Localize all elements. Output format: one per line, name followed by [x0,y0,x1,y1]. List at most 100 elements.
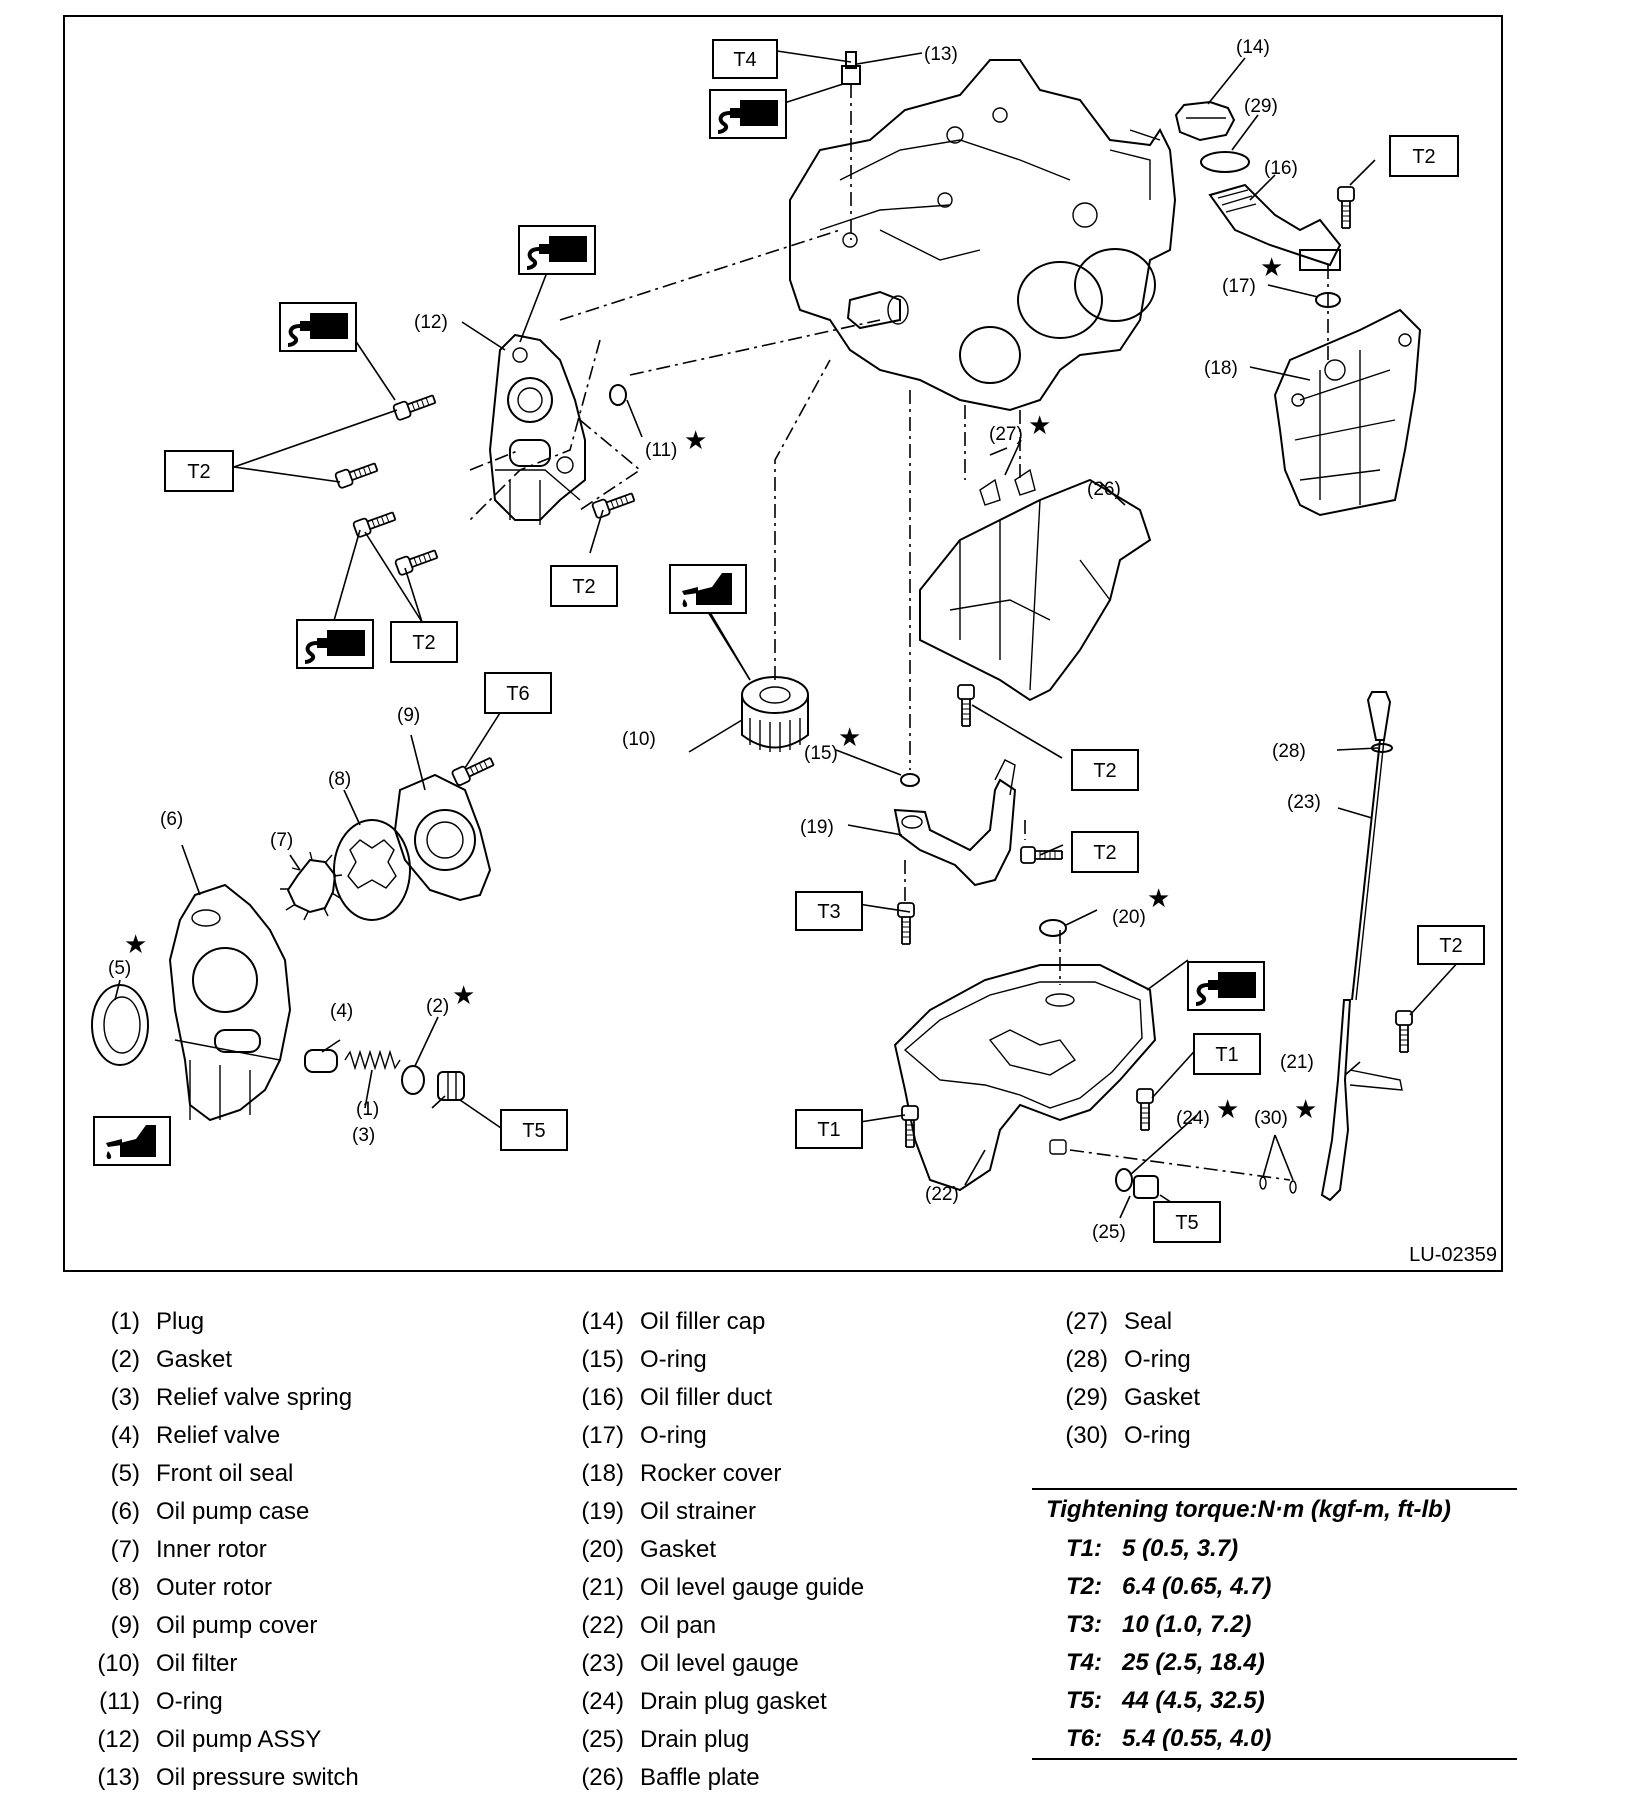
torque-row: T1:5 (0.5, 3.7) [1032,1530,1517,1568]
legend-item: (5)Front oil seal [80,1460,294,1488]
oil-filler-cap [1174,100,1236,142]
legend-number: (16) [581,1384,624,1411]
torque-tag-t5: T5 [500,1109,568,1151]
oil-pan [893,964,1157,1192]
o-ring-15 [900,773,920,787]
svg-text:T4: T4 [733,49,756,71]
legend-number: (29) [1065,1384,1108,1411]
legend-item: (1)Plug [80,1308,204,1336]
liquid-gasket-tube-icon [295,618,375,670]
callout-11: (11) [645,440,677,461]
torque-tag-t2: T2 [1389,135,1459,177]
svg-text:★: ★ [1294,1095,1317,1125]
svg-text:T2: T2 [187,461,210,483]
callout-21: (21) [1280,1052,1314,1073]
engine-oil-can-icon [669,564,747,614]
star-markers: ★ ★ ★ ★ ★ ★ ★ ★ ★ [124,253,1317,1125]
legend-item: (19)Oil strainer [564,1498,756,1526]
torque-row: T4:25 (2.5, 18.4) [1032,1644,1517,1682]
legend-number: (3) [110,1384,140,1411]
svg-text:★: ★ [1216,1095,1239,1125]
callout-16: (16) [1264,158,1298,179]
torque-value: 10 (1.0, 7.2) [1122,1611,1252,1638]
legend-number: (13) [97,1764,140,1791]
legend-part-name: Oil pan [640,1612,717,1639]
table-rule-top [1032,1488,1517,1490]
legend-number: (28) [1065,1346,1108,1373]
legend-number: (30) [1065,1422,1108,1449]
legend-item: (16)Oil filler duct [564,1384,772,1412]
legend-item: (26)Baffle plate [564,1764,759,1792]
oil-filler-duct [1208,183,1342,271]
legend-item: (22) Oil pan [564,1612,716,1640]
legend-part-name: Baffle plate [640,1764,760,1791]
legend-item: (7)Inner rotor [80,1536,267,1564]
torque-title: Tightening torque:N·m (kgf-m, ft-lb) [1046,1496,1451,1523]
legend-part-name: Gasket [1124,1384,1201,1411]
legend-part-name: Drain plug gasket [640,1688,827,1715]
legend-item: (29) Gasket [1048,1384,1200,1412]
liquid-gasket-tube-icon [278,301,358,353]
svg-text:T1: T1 [1215,1044,1238,1066]
legend-number: (23) [581,1650,624,1677]
legend-item: (4)Relief valve [80,1422,280,1450]
svg-text:★: ★ [452,981,475,1011]
svg-text:T2: T2 [572,576,595,598]
callout-25: (25) [1092,1222,1126,1243]
svg-text:T5: T5 [522,1120,545,1142]
callout-13: (13) [924,44,958,65]
svg-text:T2: T2 [1439,935,1462,957]
legend-item: (17)O-ring [564,1422,706,1450]
legend-part-name: Oil level gauge [640,1650,799,1677]
torque-code: T5: [1066,1687,1102,1714]
legend-part-name: Oil pump case [156,1498,310,1525]
legend-item: (20)Gasket [564,1536,716,1564]
legend-item: (12)Oil pump ASSY [80,1726,321,1754]
legend-part-name: Oil filter [156,1650,238,1677]
legend-number: (6) [110,1498,140,1525]
torque-tag-t2: T2 [1071,749,1139,791]
legend-number: (8) [110,1574,140,1601]
relief-valve [304,1049,338,1073]
legend-number: (18) [581,1460,624,1487]
legend-item: (30) O-ring [1048,1422,1190,1450]
torque-tag-t2: T2 [1417,925,1485,965]
legend-part-name: Drain plug [640,1726,750,1753]
baffle-plate [919,468,1152,702]
callout-6: (6) [160,809,183,830]
drain-plug [1133,1175,1159,1199]
torque-tag-t2: T2 [550,565,618,607]
oil-pump-case [168,883,292,1122]
engine-oil-can-icon [93,1116,171,1166]
legend-number: (22) [581,1612,624,1639]
drain-plug-gasket [1115,1168,1133,1192]
legend-item: (10)Oil filter [80,1650,237,1678]
table-rule-bottom [1032,1758,1517,1760]
callout-20: (20) [1112,907,1146,928]
legend-item: (24)Drain plug gasket [564,1688,826,1716]
outer-rotor [333,819,411,921]
svg-text:T2: T2 [412,632,435,654]
gasket-29 [1200,151,1250,173]
oil-strainer [893,759,1017,887]
torque-tag-t1: T1 [1193,1033,1261,1075]
legend-part-name: Seal [1124,1308,1173,1335]
legend-number: (7) [110,1536,140,1563]
svg-text:T1: T1 [817,1119,840,1141]
legend-item: (14)Oil filler cap [564,1308,765,1336]
legend-part-name: O-ring [1124,1422,1191,1449]
torque-row: T6:5.4 (0.55, 4.0) [1032,1720,1517,1758]
callout-3: (3) [352,1125,375,1146]
callout-8: (8) [328,769,351,790]
legend-item: (2)Gasket [80,1346,232,1374]
legend-part-name: Oil pump ASSY [156,1726,322,1753]
torque-value: 25 (2.5, 18.4) [1122,1649,1265,1676]
callout-27: (27) [989,424,1023,445]
callout-28: (28) [1272,741,1306,762]
inner-rotor [280,851,343,921]
legend-number: (5) [110,1460,140,1487]
plug [437,1071,465,1101]
liquid-gasket-tube-icon [708,88,788,140]
legend-item: (25)Drain plug [564,1726,749,1754]
